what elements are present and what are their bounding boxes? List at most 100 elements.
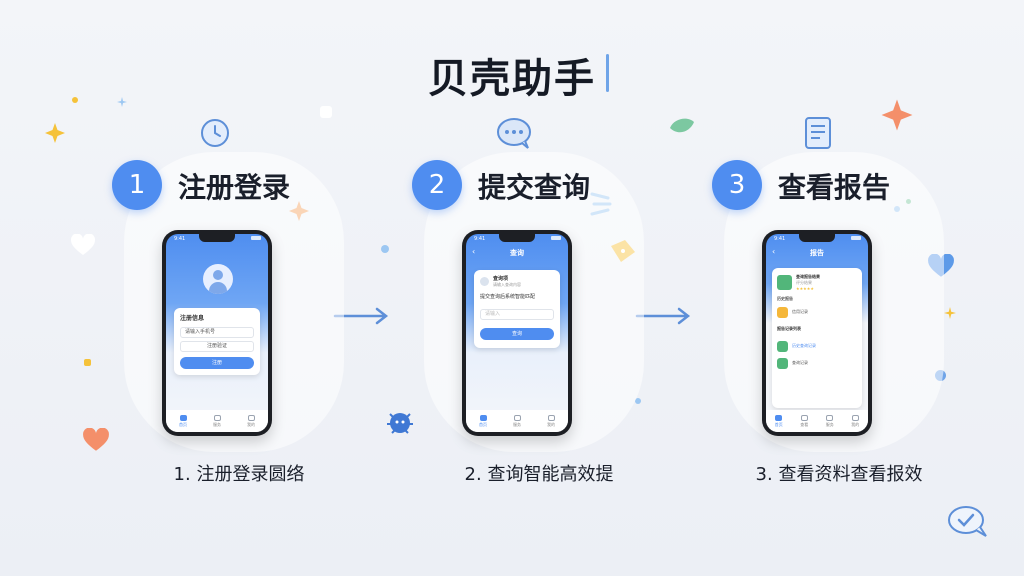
- chat-check-icon: [948, 506, 987, 537]
- step-title: 提交查询: [478, 171, 591, 204]
- list-item[interactable]: 查询报告结果评分结果★★★★★: [777, 271, 857, 293]
- home-icon: [479, 414, 487, 421]
- profile-icon: [851, 414, 859, 421]
- tab-label: 首页: [479, 421, 487, 427]
- tab-home[interactable]: 首页: [770, 414, 788, 428]
- report-card: 查询报告结果评分结果★★★★★ 历史报告 信用记录 报告记录列表 历史查询记录 …: [772, 268, 862, 408]
- status-time: 9:41: [774, 236, 786, 242]
- battery-icon: [551, 236, 561, 240]
- query-button[interactable]: 查询: [480, 328, 554, 340]
- back-icon[interactable]: ‹: [472, 247, 476, 256]
- sparkle-icon: [117, 97, 127, 107]
- dot-decoration: [72, 97, 78, 103]
- list-item[interactable]: 报告记录列表: [777, 322, 857, 336]
- view-icon: [800, 414, 808, 421]
- step-caption: 1. 注册登录圆络: [173, 464, 305, 485]
- register-form-card: 注册信息 请输入手机号 注册验证 注册: [174, 308, 260, 375]
- query-card-title: 查询项: [493, 276, 509, 282]
- back-icon[interactable]: ‹: [772, 247, 776, 256]
- clock-icon: [201, 119, 229, 147]
- service-icon: [213, 414, 221, 421]
- report-icon: [777, 274, 792, 290]
- list-item[interactable]: 信用记录: [777, 305, 857, 319]
- tab-label: 我的: [547, 421, 555, 427]
- chat-bubble-icon: [497, 118, 531, 149]
- phone-notch: [199, 234, 235, 242]
- step-caption: 3. 查看资料查看报效: [755, 464, 923, 485]
- step-title: 查看报告: [778, 171, 891, 204]
- phone-input[interactable]: 请输入手机号: [180, 327, 254, 338]
- profile-icon: [547, 414, 555, 421]
- tab-profile[interactable]: 我的: [242, 414, 260, 428]
- phone-screen: 9:41 注册信息 请输入手机号 注册验证 注册 首页 服务 我的: [166, 234, 268, 432]
- step-number-badge: 1: [112, 160, 162, 210]
- tab-label: 服务: [825, 421, 834, 427]
- step-header: 3 查看报告: [712, 160, 952, 210]
- service-icon: [826, 414, 834, 421]
- step-caption: 2. 查询智能高效提: [464, 464, 614, 485]
- rating-stars: ★★★★★: [796, 285, 814, 291]
- tab-label: 我的: [247, 421, 255, 427]
- step-view-report: 3 查看报告 9:41 ‹ 报告 查询报告结果评分结果★★★★★ 历史报告 信用…: [712, 152, 944, 485]
- tab-view[interactable]: 查看: [795, 414, 813, 428]
- step-number-badge: 3: [712, 160, 762, 210]
- list-item-title: 查询记录: [792, 360, 808, 365]
- tab-service[interactable]: 服务: [821, 414, 839, 428]
- tab-profile[interactable]: 我的: [846, 414, 864, 428]
- sparkle-icon: [944, 307, 956, 319]
- home-icon: [775, 414, 783, 421]
- record-icon: [777, 306, 788, 318]
- query-icon: [480, 277, 489, 286]
- star-icon: [45, 123, 65, 143]
- tab-service[interactable]: 服务: [208, 414, 226, 428]
- screen-title: 查询: [510, 249, 524, 257]
- battery-icon: [251, 236, 261, 240]
- tab-bar: 首页 服务 我的: [466, 410, 568, 432]
- list-item[interactable]: 查询记录: [777, 356, 857, 370]
- tab-bar: 首页 查看 服务 我的: [766, 410, 868, 432]
- tab-label: 服务: [213, 421, 221, 427]
- tab-label: 首页: [179, 421, 187, 427]
- tab-home[interactable]: 首页: [474, 414, 492, 428]
- dot-decoration: [635, 398, 641, 404]
- step-header: 1 注册登录: [112, 160, 352, 210]
- bug-icon: [387, 413, 413, 434]
- list-item[interactable]: 历史查询记录: [777, 339, 857, 353]
- tab-label: 我的: [851, 421, 860, 427]
- dot-decoration: [381, 245, 389, 253]
- profile-icon: [247, 414, 255, 421]
- step-number-badge: 2: [412, 160, 462, 210]
- home-icon: [179, 414, 187, 421]
- tab-profile[interactable]: 我的: [542, 414, 560, 428]
- register-button[interactable]: 注册: [180, 357, 254, 369]
- title-cursor-bar: [606, 54, 609, 92]
- phone-mockup: 9:41 注册信息 请输入手机号 注册验证 注册 首页 服务 我的: [162, 230, 272, 436]
- query-input[interactable]: 请输入: [480, 309, 554, 320]
- verify-input[interactable]: 注册验证: [180, 341, 254, 352]
- list-item-title: 查询报告结果: [796, 273, 820, 279]
- tab-home[interactable]: 首页: [174, 414, 192, 428]
- form-label: 注册信息: [180, 315, 205, 322]
- list-item-sub: 评分结果: [796, 279, 812, 285]
- query-card: 查询项 请输入查询内容 提交查询后系统智能匹配 请输入 查询: [474, 270, 560, 348]
- query-desc: 提交查询后系统智能匹配: [480, 294, 536, 300]
- list-item-title: 信用记录: [792, 309, 808, 314]
- tab-label: 查看: [800, 421, 809, 427]
- status-time: 9:41: [174, 236, 186, 242]
- query-card-sub: 请输入查询内容: [493, 282, 521, 287]
- arrow-right-icon: [635, 307, 691, 325]
- heart-icon: [83, 428, 109, 451]
- tab-service[interactable]: 服务: [508, 414, 526, 428]
- phone-mockup: 9:41 ‹ 报告 查询报告结果评分结果★★★★★ 历史报告 信用记录 报告记录…: [762, 230, 872, 436]
- phone-notch: [499, 234, 535, 242]
- page-title: 贝壳助手: [428, 56, 596, 102]
- tab-label: 首页: [774, 421, 783, 427]
- phone-notch: [799, 234, 835, 242]
- tab-label: 服务: [513, 421, 521, 427]
- phone-screen: 9:41 ‹ 查询 查询项 请输入查询内容 提交查询后系统智能匹配 请输入 查询…: [466, 234, 568, 432]
- phone-screen: 9:41 ‹ 报告 查询报告结果评分结果★★★★★ 历史报告 信用记录 报告记录…: [766, 234, 868, 432]
- phone-mockup: 9:41 ‹ 查询 查询项 请输入查询内容 提交查询后系统智能匹配 请输入 查询…: [462, 230, 572, 436]
- status-time: 9:41: [474, 236, 486, 242]
- record-icon: [777, 340, 788, 352]
- service-icon: [513, 414, 521, 421]
